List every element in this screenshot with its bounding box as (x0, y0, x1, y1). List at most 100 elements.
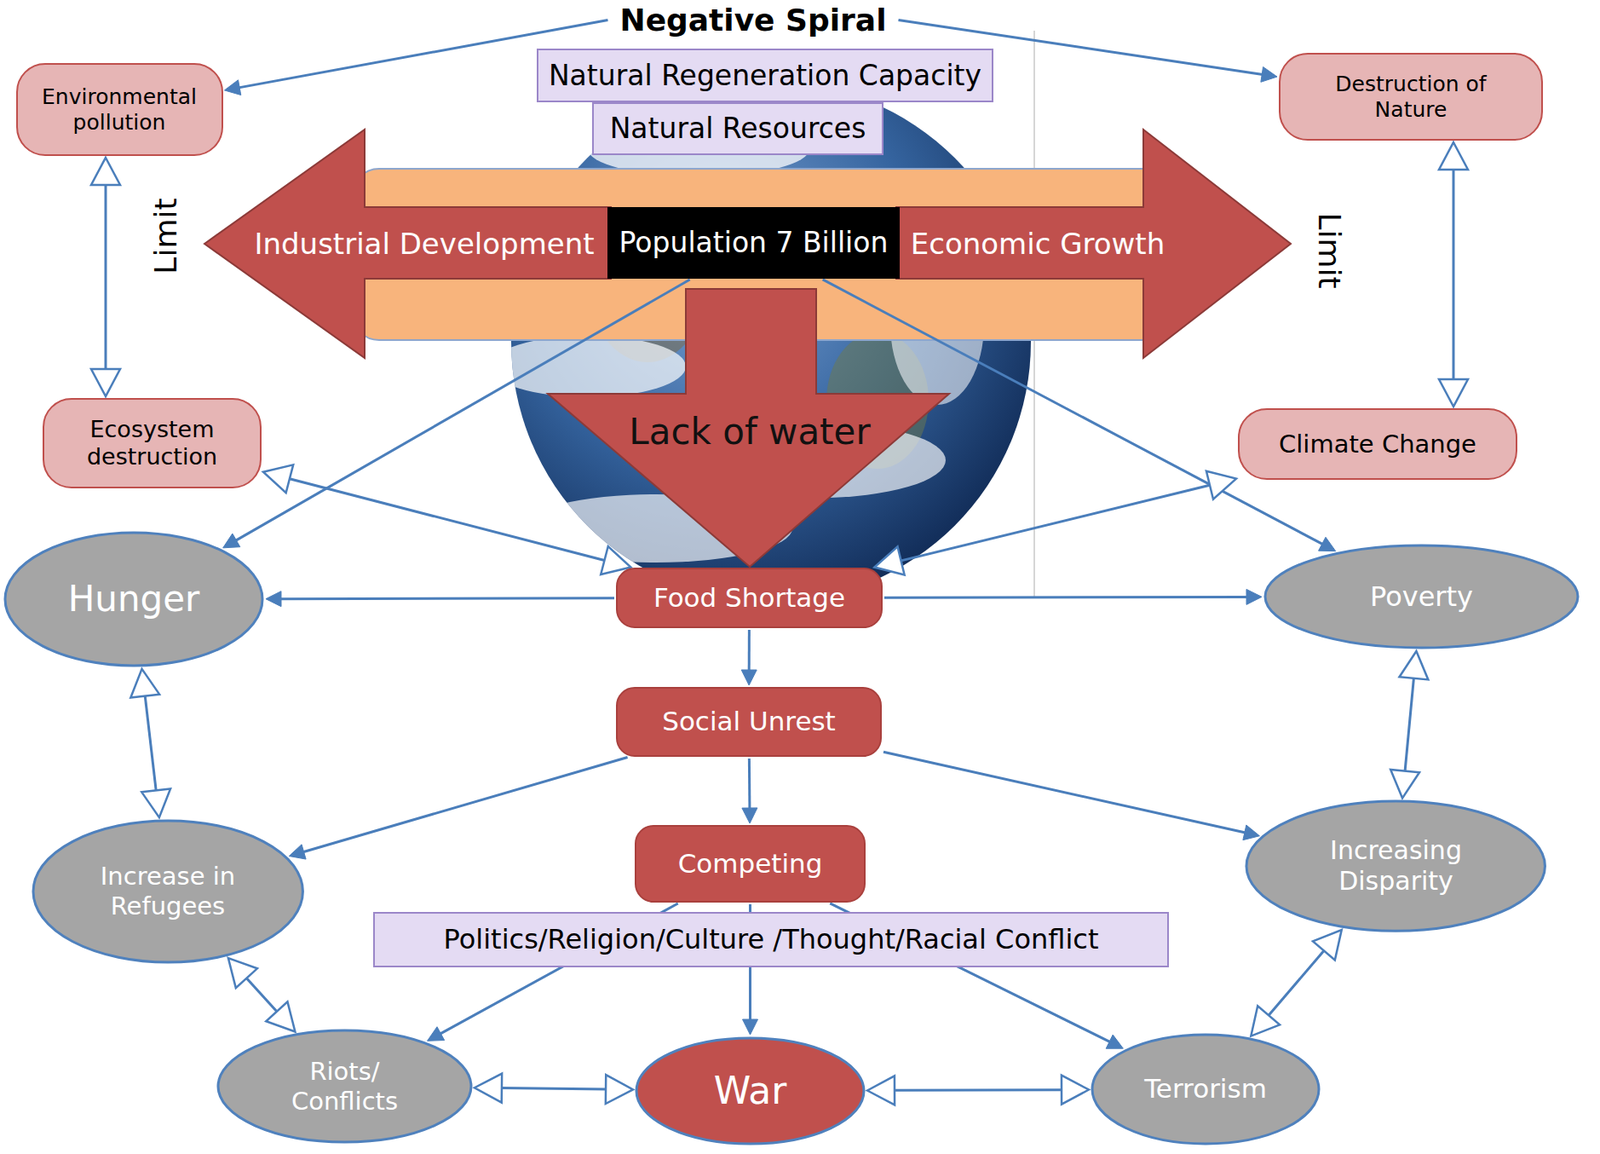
node-text: Hunger (68, 577, 201, 621)
cause-box: Social Unrest (615, 686, 882, 757)
ellipse-shape (5, 532, 263, 666)
node-text: War (713, 1068, 788, 1114)
connector (874, 471, 1237, 576)
connector (1250, 929, 1342, 1036)
connector-line (748, 758, 752, 809)
arrowhead (742, 1018, 759, 1035)
node-text: Industrial Development (253, 226, 594, 262)
effect-box: Climate Change (1237, 408, 1518, 480)
resource-box: Natural Regeneration Capacity (536, 48, 994, 103)
down-arrow: Lack of water (547, 288, 950, 567)
arrowhead (1061, 1075, 1089, 1105)
arrowhead (1246, 588, 1262, 605)
arrowhead (265, 1001, 295, 1031)
war-ellipse: War (634, 1035, 866, 1146)
arrowhead (288, 844, 306, 859)
arrowhead (741, 669, 757, 685)
node-text: Climate Change (1278, 429, 1477, 460)
connector-line (288, 478, 605, 561)
ellipse-shape (1092, 1034, 1319, 1144)
diagram-title: Negative Spiral (620, 1, 887, 39)
connector (91, 157, 121, 397)
outcome-ellipse: Increase in Refugees (31, 818, 305, 964)
connector-line (303, 757, 628, 852)
effect-box: Destruction of Nature (1278, 52, 1543, 141)
connector-line (1452, 168, 1456, 380)
arrowhead (874, 546, 904, 575)
conflict-box: Politics/Religion/Culture /Thought/Racia… (373, 911, 1169, 967)
connector-line (500, 1087, 607, 1089)
node-text: Increasing Disparity (1301, 834, 1490, 897)
effect-box: Ecosystem destruction (42, 397, 262, 489)
arrow-shape (204, 129, 611, 358)
connector (741, 629, 757, 685)
limit-label: Limit (1310, 212, 1347, 288)
connector-line (280, 596, 615, 600)
connector-line (884, 595, 1248, 599)
arrowhead (1318, 536, 1336, 551)
connector (884, 588, 1262, 605)
cause-box: Food Shortage (615, 567, 883, 628)
connector (883, 751, 1260, 840)
arrowhead (742, 807, 758, 824)
limit-label: Limit (147, 197, 185, 274)
arrowhead (1250, 1005, 1280, 1036)
ellipse-shape (33, 820, 303, 962)
node-text: Riots/ Conflicts (276, 1056, 414, 1117)
arrowhead (1312, 929, 1342, 960)
arrowhead (1398, 650, 1428, 680)
cloud (489, 335, 686, 398)
arrowhead (130, 668, 160, 698)
ellipse-shape (1265, 545, 1578, 648)
node-text: Destruction of Nature (1311, 71, 1512, 123)
population-box: Population 7 Billion (607, 207, 901, 279)
connector-line (104, 184, 108, 370)
connector (1390, 650, 1428, 798)
node-text: Environmental pollution (28, 84, 212, 136)
connector (474, 1073, 634, 1104)
arrow-shape (547, 288, 950, 567)
connector-line (748, 629, 751, 671)
outcome-ellipse: Riots/ Conflicts (216, 1028, 473, 1144)
arrowhead (91, 157, 121, 185)
connector-line (1267, 949, 1324, 1016)
connector-line (900, 484, 1211, 561)
node-text: Terrorism (1144, 1072, 1267, 1105)
connector (1438, 142, 1468, 407)
connector-line (144, 695, 156, 792)
node-text: Lack of water (628, 410, 870, 454)
connector (742, 758, 758, 824)
arrowhead (427, 1026, 445, 1042)
ellipse-shape (218, 1030, 472, 1142)
node-text: Natural Regeneration Capacity (548, 58, 982, 93)
arrow-shape (896, 129, 1291, 358)
right-arrow: Economic Growth (897, 129, 1291, 358)
node-text: Ecosystem destruction (64, 415, 240, 472)
arrowhead (1438, 142, 1468, 170)
connector-line (1404, 677, 1415, 772)
cause-box: Competing (634, 824, 866, 903)
effect-box: Environmental pollution (16, 63, 224, 156)
arrowhead (1206, 471, 1237, 500)
arrowhead (605, 1074, 634, 1104)
node-text: Food Shortage (653, 581, 846, 614)
connector (130, 668, 171, 818)
connector (867, 1075, 1089, 1106)
resource-box: Natural Resources (592, 102, 884, 156)
node-text: Population 7 Billion (619, 225, 889, 260)
arrowhead (91, 368, 121, 397)
left-arrow: Industrial Development (204, 129, 610, 358)
outcome-ellipse: Poverty (1263, 543, 1580, 650)
node-text: Poverty (1369, 580, 1474, 613)
ellipse-shape (636, 1037, 864, 1144)
outcome-ellipse: Terrorism (1090, 1032, 1321, 1146)
ellipse-shape (1246, 800, 1545, 931)
arrowhead (141, 788, 171, 818)
connector (228, 957, 296, 1031)
node-text: Social Unrest (661, 705, 836, 737)
arrowhead (265, 591, 282, 607)
connector-line (883, 751, 1246, 833)
connector (288, 757, 628, 860)
arrowhead (263, 464, 294, 493)
connector (263, 464, 632, 575)
